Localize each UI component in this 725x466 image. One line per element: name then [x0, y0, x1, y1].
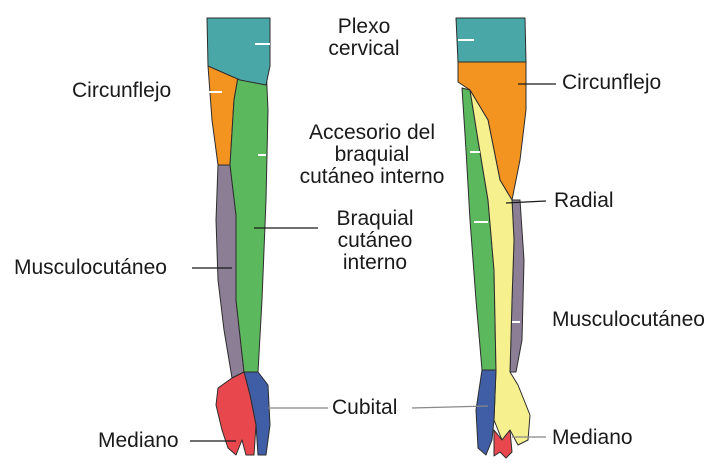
label-plexo-cervical: Plexo cervical	[310, 16, 418, 60]
label-braquial-line-1: Braquial	[322, 208, 428, 230]
label-radial: Radial	[554, 190, 614, 212]
label-accesorio: Accesorio del braquial cutáneo interno	[282, 122, 462, 188]
label-circunflejo-left: Circunflejo	[72, 80, 171, 102]
left-arm	[207, 18, 270, 455]
label-accesorio-line-1: Accesorio del	[282, 122, 462, 144]
label-braquial-cutaneo: Braquial cutáneo interno	[322, 208, 428, 274]
label-braquial-line-2: cutáneo	[322, 230, 428, 252]
label-mediano-right: Mediano	[552, 427, 633, 449]
label-braquial-line-3: interno	[322, 252, 428, 274]
label-circunflejo-right: Circunflejo	[562, 72, 661, 94]
label-cubital: Cubital	[332, 397, 397, 419]
label-accesorio-line-2: braquial	[282, 144, 462, 166]
label-accesorio-line-3: cutáneo interno	[282, 166, 462, 188]
label-plexo-cervical-line-2: cervical	[310, 38, 418, 60]
label-mediano-left: Mediano	[98, 430, 179, 452]
label-musculocutaneo-left: Musculocutáneo	[14, 257, 167, 279]
label-plexo-cervical-line-1: Plexo	[310, 16, 418, 38]
right-cubital-region	[476, 370, 496, 455]
label-musculocutaneo-right: Musculocutáneo	[552, 309, 705, 331]
